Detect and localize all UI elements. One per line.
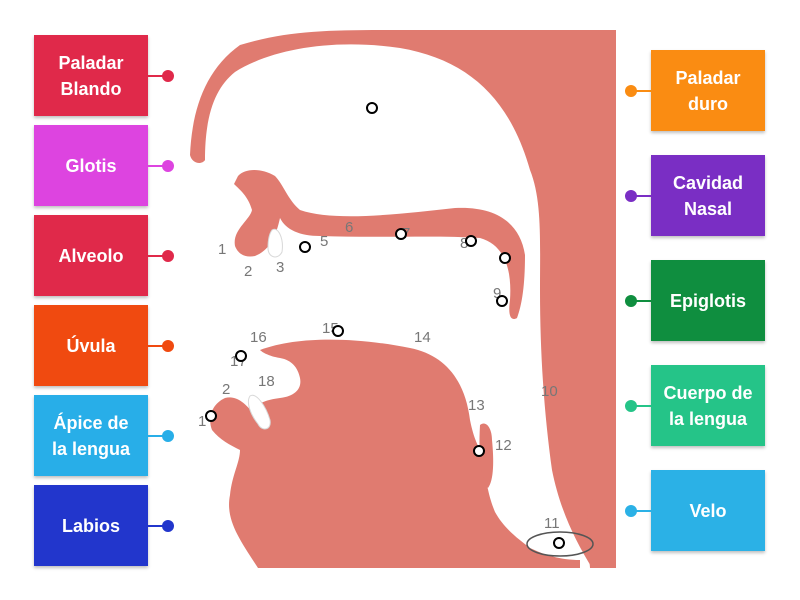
connector-pin-apice-de-la-lengua[interactable] (162, 429, 174, 442)
drop-target[interactable] (499, 252, 511, 264)
connector-paladar-blando (148, 74, 168, 77)
drop-target[interactable] (235, 350, 247, 362)
diagram-number: 8 (460, 235, 468, 252)
drop-target[interactable] (395, 228, 407, 240)
connector-paladar-duro (631, 89, 651, 92)
diagram-number: 11 (544, 515, 560, 532)
upper-teeth (267, 228, 283, 258)
connector-pin-paladar-blando[interactable] (162, 69, 174, 82)
connector-pin-paladar-duro[interactable] (625, 84, 637, 97)
connector-pin-velo[interactable] (625, 504, 637, 517)
connector-apice-de-la-lengua (148, 434, 168, 437)
diagram-number: 18 (258, 373, 275, 390)
diagram-number: 5 (320, 233, 328, 250)
diagram-number: 10 (541, 383, 558, 400)
diagram-number: 2 (222, 381, 230, 398)
drop-target[interactable] (553, 537, 565, 549)
vocal-folds (526, 531, 594, 557)
connector-pin-cuerpo-de-la-lengua[interactable] (625, 399, 637, 412)
diagram-number: 14 (414, 329, 431, 346)
label-labios[interactable]: Labios (34, 485, 148, 566)
connector-cuerpo-de-la-lengua (631, 404, 651, 407)
drop-target[interactable] (299, 241, 311, 253)
connector-labios (148, 524, 168, 527)
connector-pin-alveolo[interactable] (162, 249, 174, 262)
palate-shape (234, 170, 525, 320)
head-outline (190, 30, 616, 568)
drop-target[interactable] (473, 445, 485, 457)
connector-cavidad-nasal (631, 194, 651, 197)
diagram-number: 1 (198, 413, 206, 430)
drop-target[interactable] (332, 325, 344, 337)
larynx-shape (587, 498, 614, 568)
label-uvula[interactable]: Úvula (34, 305, 148, 386)
diagram-number: 9 (493, 285, 501, 302)
diagram-number: 13 (468, 397, 485, 414)
tongue-shape (210, 339, 580, 568)
drop-target[interactable] (366, 102, 378, 114)
label-glotis[interactable]: Glotis (34, 125, 148, 206)
connector-pin-cavidad-nasal[interactable] (625, 189, 637, 202)
connector-glotis (148, 164, 168, 167)
connector-epiglotis (631, 299, 651, 302)
diagram-number: 12 (495, 437, 512, 454)
connector-alveolo (148, 254, 168, 257)
label-epiglotis[interactable]: Epiglotis (651, 260, 765, 341)
connector-pin-uvula[interactable] (162, 339, 174, 352)
diagram-number: 1 (218, 241, 226, 258)
diagram-number: 2 (244, 263, 252, 280)
epiglottis-shape (479, 423, 494, 488)
diagram-number: 16 (250, 329, 267, 346)
lower-teeth (247, 394, 271, 430)
drop-target[interactable] (496, 295, 508, 307)
connector-pin-epiglotis[interactable] (625, 294, 637, 307)
connector-uvula (148, 344, 168, 347)
connector-pin-glotis[interactable] (162, 159, 174, 172)
diagram-number: 3 (276, 259, 284, 276)
connector-velo (631, 509, 651, 512)
label-velo[interactable]: Velo (651, 470, 765, 551)
label-alveolo[interactable]: Alveolo (34, 215, 148, 296)
drop-target[interactable] (205, 410, 217, 422)
drop-target[interactable] (465, 235, 477, 247)
diagram-number: 6 (345, 219, 353, 236)
connector-pin-labios[interactable] (162, 519, 174, 532)
drop-targets[interactable] (205, 102, 565, 549)
